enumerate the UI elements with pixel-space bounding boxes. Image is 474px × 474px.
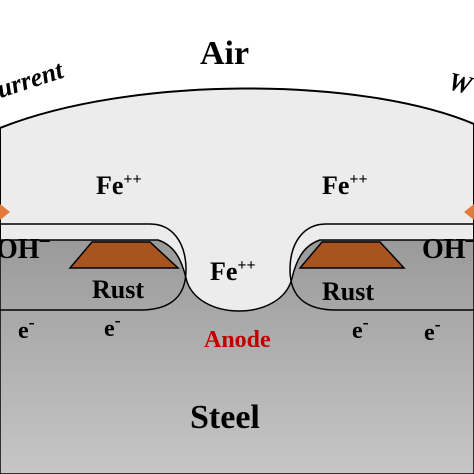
rust-deposit-left bbox=[68, 241, 180, 269]
fe-ion-center: Fe++ bbox=[210, 257, 256, 286]
arrow-left-icon bbox=[0, 204, 10, 220]
steel-plate bbox=[0, 239, 474, 474]
electron-label-1: e- bbox=[18, 312, 35, 344]
fe-ion-right: Fe++ bbox=[322, 171, 368, 200]
electron-label-2: e- bbox=[104, 310, 121, 342]
current-label: urrent bbox=[0, 55, 67, 104]
steel-label: Steel bbox=[190, 399, 260, 436]
water-label: W bbox=[445, 67, 474, 101]
rust-label-left: Rust bbox=[92, 275, 144, 304]
hydroxide-label-left: OH– bbox=[0, 229, 51, 265]
right-water-layer-outline bbox=[289, 223, 474, 311]
arrow-right-icon bbox=[464, 204, 474, 220]
left-water-layer-outline bbox=[0, 223, 187, 311]
electron-label-3: e- bbox=[352, 312, 369, 344]
air-label: Air bbox=[200, 35, 249, 72]
rust-label-right: Rust bbox=[322, 277, 374, 306]
fe-ion-left: Fe++ bbox=[96, 171, 142, 200]
electron-label-4: e- bbox=[424, 314, 441, 346]
hydroxide-label-right: OH– bbox=[422, 229, 474, 265]
rust-deposit-right bbox=[298, 241, 406, 269]
anode-label: Anode bbox=[204, 327, 271, 353]
